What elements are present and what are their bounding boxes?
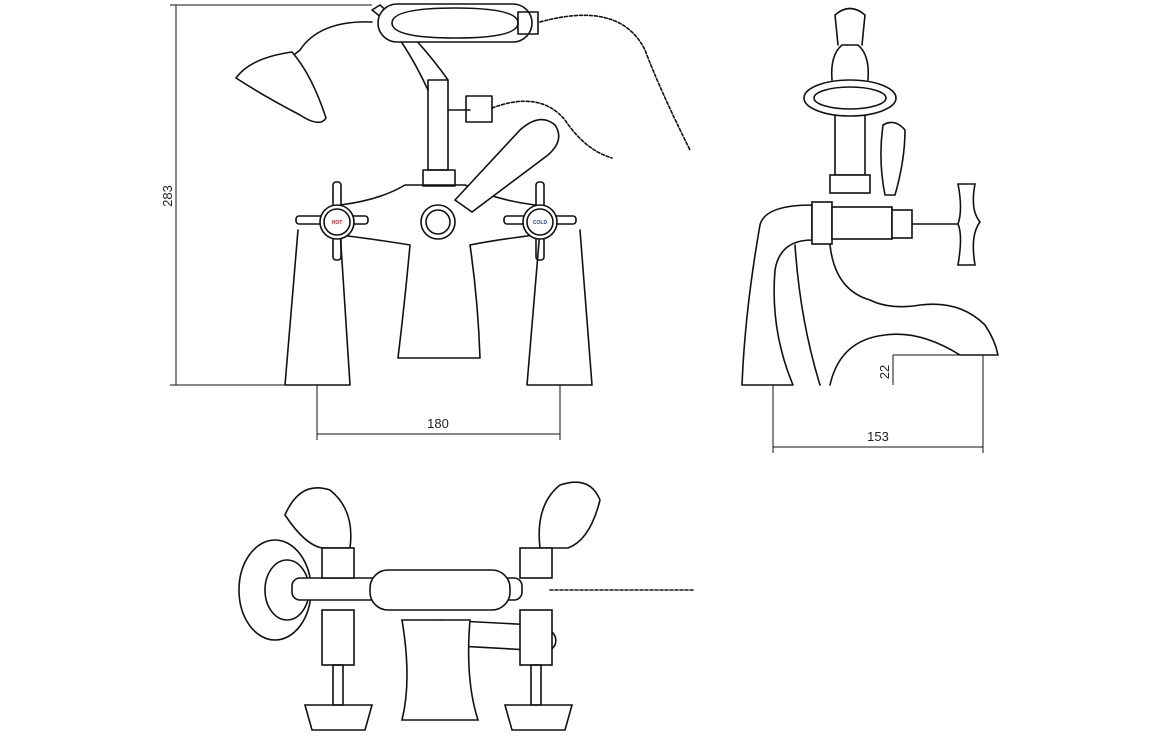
- dimension-depth: 153: [772, 355, 984, 453]
- dim-label-283: 283: [160, 185, 175, 207]
- cold-label: COLD: [533, 220, 548, 226]
- side-view: 153 22: [741, 7, 999, 453]
- dim-label-153: 153: [867, 429, 889, 444]
- dim-label-22: 22: [877, 365, 892, 379]
- top-view: [238, 481, 696, 731]
- hot-label: HOT: [332, 220, 343, 226]
- cold-handle: COLD: [503, 181, 577, 261]
- dim-label-180: 180: [427, 416, 449, 431]
- hot-handle: HOT: [295, 181, 369, 261]
- front-view: 283 180 HOT COLD: [160, 3, 691, 440]
- dimension-handle-spacing: 180: [316, 385, 561, 440]
- dimension-overall-height: 283: [160, 4, 372, 386]
- dimension-spout-height: 22: [877, 354, 990, 385]
